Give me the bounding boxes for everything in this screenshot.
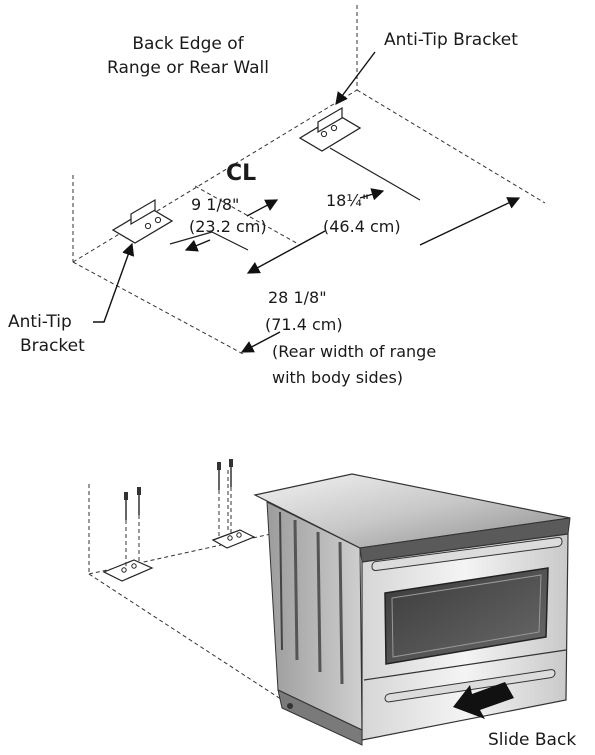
leader-anti-tip-left <box>93 242 135 323</box>
dim-18-1-4-imperial: 18¼" <box>326 191 369 210</box>
dim-28-1-8-note-1: (Rear width of range <box>272 342 436 361</box>
dim-arrow-18-1-4-left <box>246 230 326 274</box>
floor-bracket-left <box>102 559 154 582</box>
dim-arrow-28-1-8-right <box>419 197 521 246</box>
screws-left <box>124 487 141 568</box>
dim-28-1-8-metric: (71.4 cm) <box>265 315 343 334</box>
anti-tip-left-label-1: Anti-Tip <box>8 312 72 332</box>
range-appliance <box>253 473 571 746</box>
centerline-mark <box>194 185 301 246</box>
dim-arrow-9-1-8-right <box>246 199 279 217</box>
dim-9-1-8-imperial: 9 1/8" <box>191 195 239 214</box>
dim-arrow-18-1-4-right <box>359 188 385 201</box>
screws-right <box>217 459 233 536</box>
side-edge-right <box>356 89 546 204</box>
side-edge-left <box>72 261 246 356</box>
back-edge-line <box>72 89 358 263</box>
floor-bracket-right <box>211 529 256 549</box>
dim-arrow-28-1-8-left <box>240 331 281 353</box>
oven-window <box>384 567 549 665</box>
top-plan-diagram: Back Edge of Range or Rear Wall Anti-Tip… <box>8 5 546 387</box>
dim-28-1-8-imperial: 28 1/8" <box>268 288 327 307</box>
back-edge-label-1: Back Edge of <box>132 34 244 54</box>
leveling-leg <box>287 703 293 709</box>
slide-back-label: Slide Back <box>488 730 576 750</box>
dim-18-1-4-metric: (46.4 cm) <box>323 217 401 236</box>
install-diagram: Slide Back <box>88 459 576 750</box>
anti-tip-left-label-2: Bracket <box>20 336 85 356</box>
anti-tip-bracket-left <box>111 198 174 244</box>
anti-tip-top-label: Anti-Tip Bracket <box>384 30 518 50</box>
dim-9-1-8-metric: (23.2 cm) <box>189 217 267 236</box>
dim-arrow-9-1-8-left <box>184 239 211 252</box>
centerline-label: CL <box>226 161 256 186</box>
oven-handle <box>371 536 563 572</box>
slide-back-arrow <box>453 682 514 719</box>
anti-tip-bracket-top <box>298 106 362 152</box>
leader-anti-tip-top <box>335 51 376 106</box>
back-edge-label-2: Range or Rear Wall <box>107 58 269 78</box>
dim-28-1-8-note-2: with body sides) <box>272 368 403 387</box>
